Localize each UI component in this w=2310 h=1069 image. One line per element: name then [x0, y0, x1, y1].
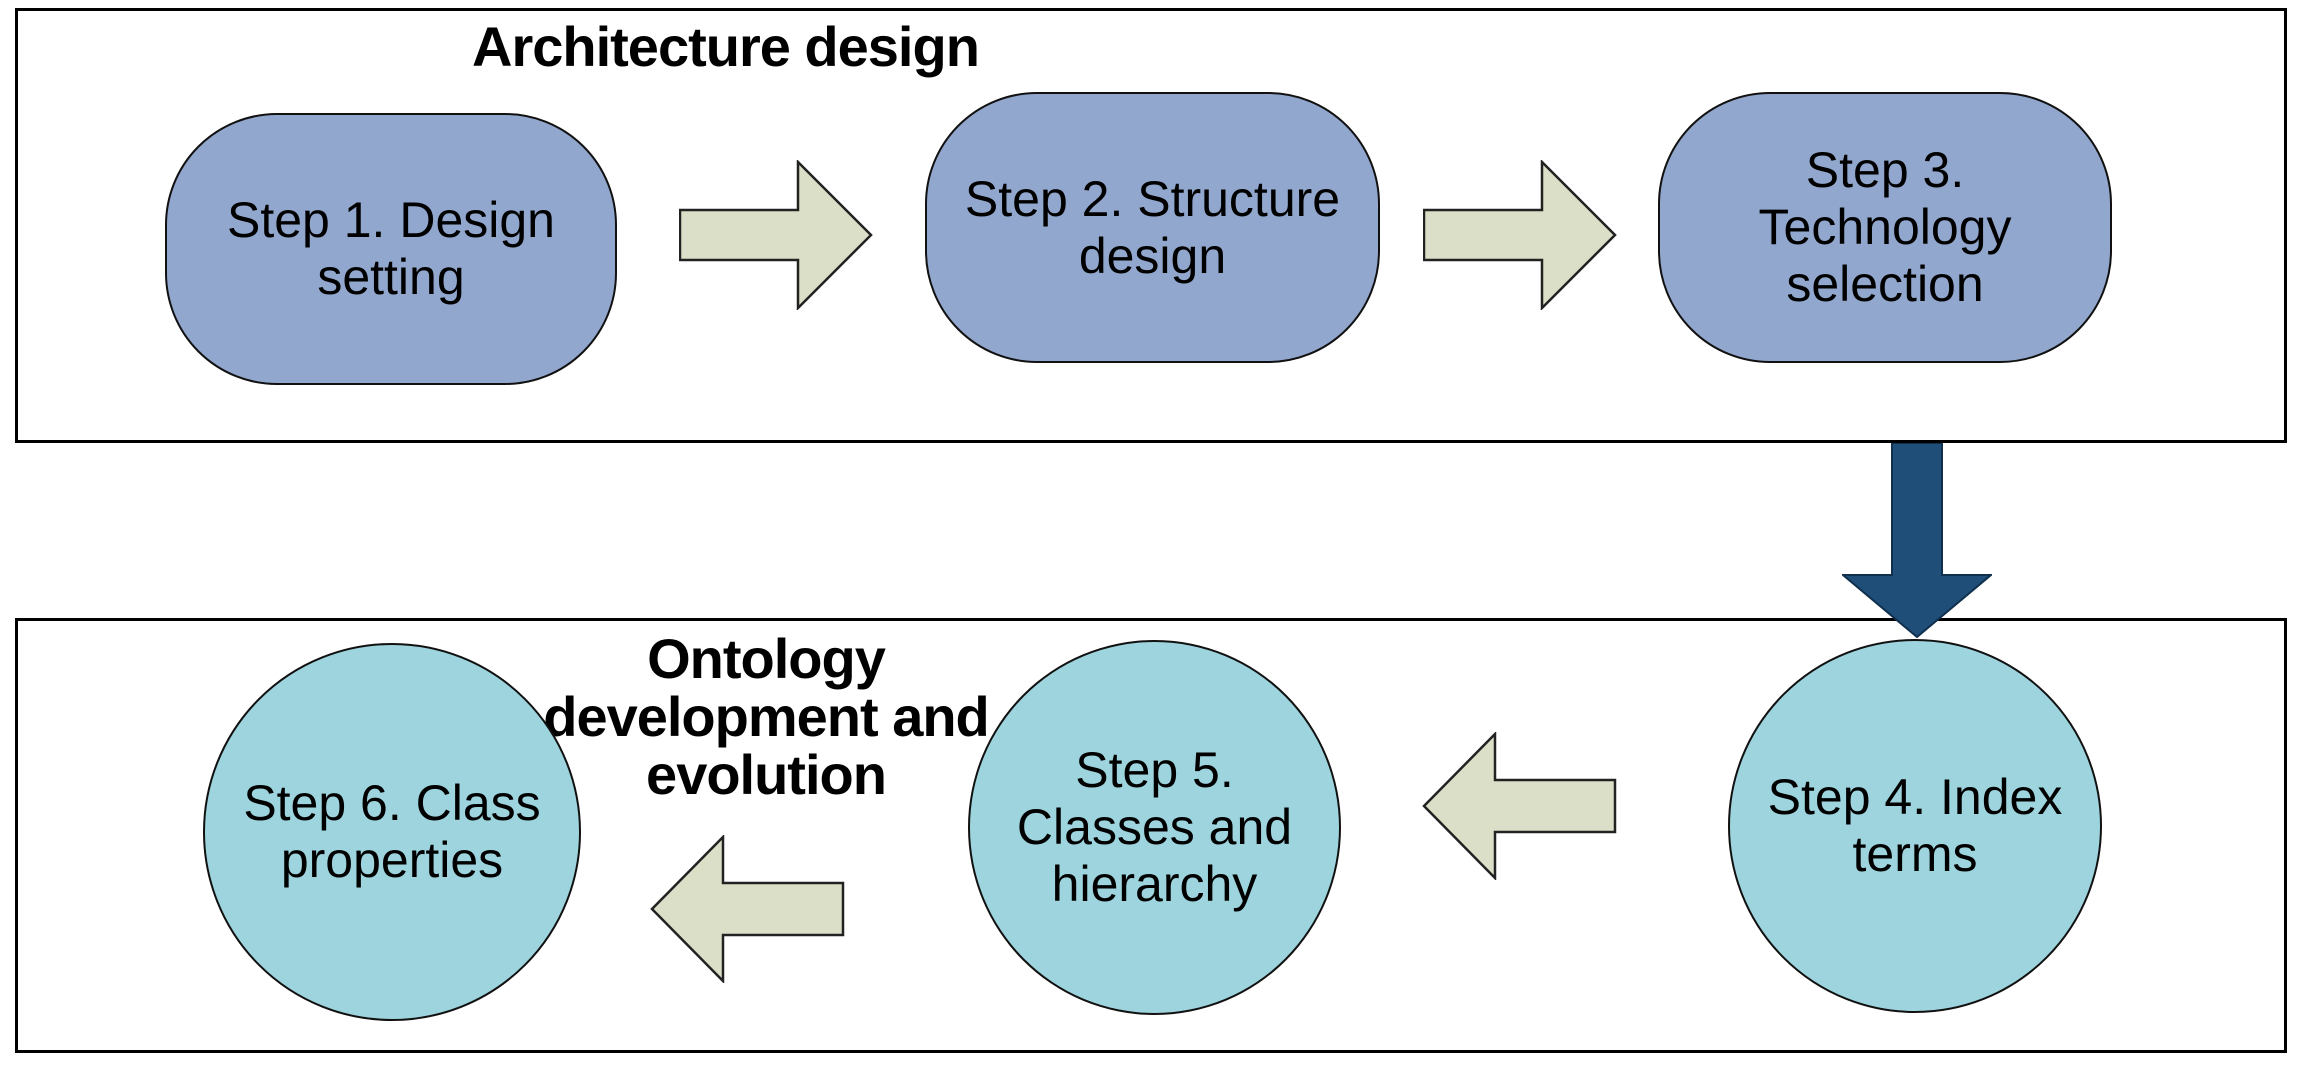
step-2-node: Step 2. Structure design	[925, 92, 1380, 363]
step-6-label: Step 6. Class properties	[243, 775, 541, 888]
architecture-design-title: Architecture design	[472, 15, 980, 78]
ontology-development-title: Ontology development and evolution	[416, 630, 1116, 804]
right-arrow-1-icon	[679, 160, 873, 310]
step-3-node: Step 3. Technology selection	[1658, 92, 2112, 363]
step-3-label: Step 3. Technology selection	[1758, 142, 2012, 312]
step-5-node: Step 5. Classes and hierarchy	[968, 640, 1341, 1015]
step-1-node: Step 1. Design setting	[165, 113, 617, 385]
step-5-label: Step 5. Classes and hierarchy	[1016, 742, 1293, 912]
step-4-node: Step 4. Index terms	[1728, 639, 2102, 1013]
right-arrow-2-icon	[1423, 160, 1617, 310]
step-1-label: Step 1. Design setting	[227, 192, 555, 305]
ontology-title-line: Ontology	[647, 627, 886, 690]
ontology-title-line: evolution	[646, 743, 887, 806]
ontology-title-line: development and	[543, 685, 990, 748]
down-arrow-icon	[1842, 443, 1992, 638]
step-2-label: Step 2. Structure design	[964, 170, 1341, 284]
left-arrow-1-icon	[1422, 732, 1617, 880]
step-6-node: Step 6. Class properties	[203, 643, 581, 1021]
left-arrow-2-icon	[650, 835, 845, 983]
step-4-label: Step 4. Index terms	[1767, 769, 2063, 882]
